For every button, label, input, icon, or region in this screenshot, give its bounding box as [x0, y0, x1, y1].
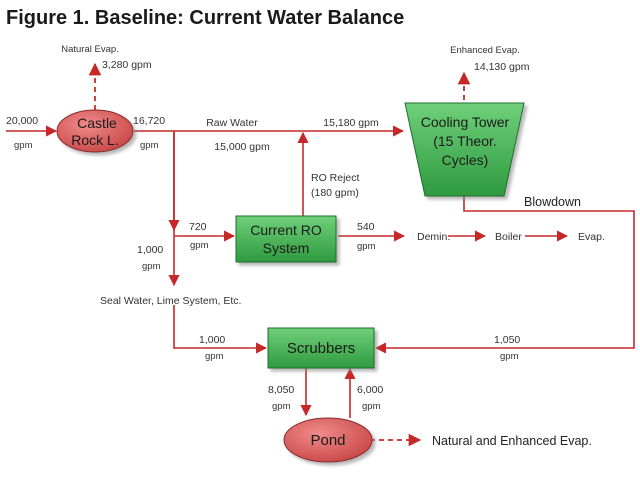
- seal-flow-unit: gpm: [142, 261, 161, 272]
- from-pond-unit: gpm: [362, 401, 381, 412]
- ro-system: Current RO System: [235, 215, 337, 263]
- castle-out-unit: gpm: [140, 140, 159, 151]
- pond-evap-label: Natural and Enhanced Evap.: [432, 434, 592, 448]
- cooling-tower-label-2: (15 Theor.: [433, 133, 497, 149]
- seal-water-arrow: [173, 305, 268, 354]
- ro-in-unit: gpm: [190, 240, 209, 251]
- raw-water-flow: 15,000 gpm: [214, 141, 270, 153]
- castle-out-value: 16,720: [133, 115, 165, 127]
- seal-water-label: Seal Water, Lime System, Etc.: [100, 295, 241, 307]
- blowdown-label: Blowdown: [524, 195, 581, 209]
- pond: Pond: [283, 417, 373, 463]
- enhanced-evap-flow: 14,130 gpm: [474, 61, 530, 73]
- scrubbers: Scrubbers: [267, 327, 375, 369]
- ro-in-value: 720: [189, 221, 207, 233]
- cooling-tower: Cooling Tower (15 Theor. Cycles): [404, 102, 525, 197]
- castle-rock-label-1: Castle: [77, 115, 117, 131]
- boiler-label: Boiler: [495, 231, 522, 243]
- ro-out-unit: gpm: [357, 241, 376, 252]
- inflow-unit: gpm: [14, 140, 33, 151]
- castle-rock-lake: Castle Rock L.: [56, 109, 134, 153]
- seal-flow-value: 1,000: [137, 244, 163, 256]
- ro-system-label-1: Current RO: [250, 222, 322, 238]
- scrub-in-unit: gpm: [205, 351, 224, 362]
- castle-rock-label-2: Rock L.: [71, 132, 118, 148]
- ro-reject-label: RO Reject: [311, 172, 360, 184]
- figure-title: Figure 1. Baseline: Current Water Balanc…: [6, 7, 404, 29]
- tower-in-flow: 15,180 gpm: [323, 117, 379, 129]
- ro-out-value: 540: [357, 221, 375, 233]
- cooling-tower-label-3: Cycles): [442, 152, 489, 168]
- pond-label: Pond: [310, 432, 345, 449]
- blowdown-arrow: [374, 196, 635, 354]
- evap-label: Evap.: [578, 231, 605, 243]
- blowdown-flow-value: 1,050: [494, 334, 520, 346]
- demin-label: Demin.: [417, 231, 450, 243]
- raw-water-label: Raw Water: [206, 117, 258, 129]
- cooling-tower-label-1: Cooling Tower: [421, 114, 510, 130]
- scrub-in-value: 1,000: [199, 334, 225, 346]
- to-pond-value: 8,050: [268, 384, 294, 396]
- natural-evap-flow: 3,280 gpm: [102, 59, 152, 71]
- to-pond-unit: gpm: [272, 401, 291, 412]
- natural-evap-label: Natural Evap.: [61, 44, 119, 55]
- ro-system-label-2: System: [263, 240, 310, 256]
- scrubbers-label: Scrubbers: [287, 340, 355, 357]
- ro-reject-flow: (180 gpm): [311, 187, 359, 199]
- blowdown-flow-unit: gpm: [500, 351, 519, 362]
- enhanced-evap-label: Enhanced Evap.: [450, 45, 520, 56]
- inflow-value: 20,000: [6, 115, 38, 127]
- from-pond-value: 6,000: [357, 384, 383, 396]
